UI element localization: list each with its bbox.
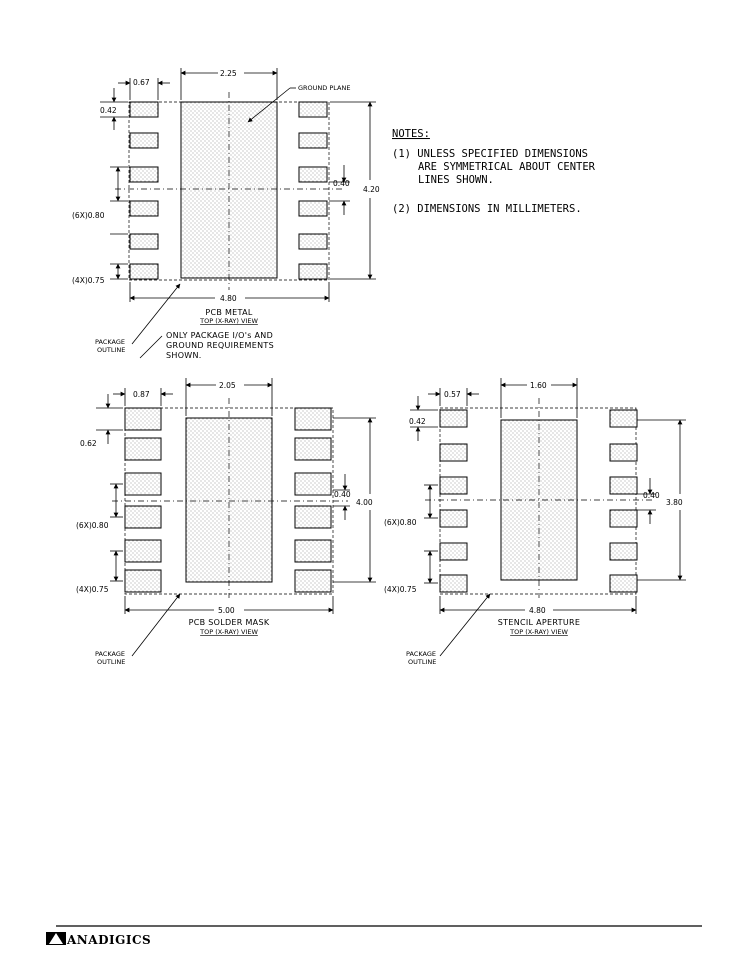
dim-end: (4X)0.75 bbox=[384, 585, 417, 594]
dim-ground-width: 2.25 bbox=[220, 69, 237, 78]
dim-total-height: 4.20 bbox=[363, 185, 380, 194]
package-outline-label-2: OUTLINE bbox=[408, 658, 436, 666]
dim-pad-gap: 0.40 bbox=[333, 179, 350, 188]
package-outline bbox=[439, 407, 637, 595]
notes-heading: NOTES: bbox=[392, 128, 430, 140]
dim-pitch: (6X)0.80 bbox=[384, 518, 417, 527]
dim-total-width: 4.80 bbox=[220, 294, 237, 303]
stencil-view: 0.57 1.60 0.42 0.40 3.80 (6X)0.80 (4X)0.… bbox=[384, 378, 686, 666]
solder-mask-view: 0.87 2.05 0.62 0.40 4.00 (6X)0.80 (4X)0.… bbox=[76, 378, 376, 666]
dim-pad-gap: 0.40 bbox=[643, 491, 660, 500]
dim-pitch: (6X)0.80 bbox=[72, 211, 105, 220]
pcb-metal-view: 0.67 2.25 GROUND PLANE 0.42 0.40 4.20 (6… bbox=[72, 68, 380, 360]
ground-plane-label: GROUND PLANE bbox=[298, 84, 350, 92]
caption: PCB SOLDER MASK bbox=[189, 618, 270, 627]
package-outline-label-1: PACKAGE bbox=[95, 650, 125, 658]
note-line-4: (2) DIMENSIONS IN MILLIMETERS. bbox=[392, 203, 582, 215]
subcaption: TOP (X-RAY) VIEW bbox=[199, 317, 258, 325]
notes-block: NOTES: (1) UNLESS SPECIFIED DIMENSIONS A… bbox=[392, 128, 596, 215]
package-outline-label-2: OUTLINE bbox=[97, 658, 125, 666]
dim-ground-width: 2.05 bbox=[219, 381, 236, 390]
pad-column-left bbox=[129, 101, 159, 280]
dim-pitch: (6X)0.80 bbox=[76, 521, 109, 530]
dim-pad-height: 0.62 bbox=[80, 439, 97, 448]
dim-end: (4X)0.75 bbox=[76, 585, 109, 594]
note-line-1: (1) UNLESS SPECIFIED DIMENSIONS bbox=[392, 148, 588, 160]
pad-column-left bbox=[439, 409, 468, 593]
dim-pad-width: 0.67 bbox=[133, 78, 150, 87]
pad-column-left bbox=[124, 407, 162, 593]
dim-end: (4X)0.75 bbox=[72, 276, 105, 285]
remark-line-3: SHOWN. bbox=[166, 351, 202, 360]
remark-line-1: ONLY PACKAGE I/O's AND bbox=[166, 331, 273, 340]
dim-pad-height: 0.42 bbox=[409, 417, 426, 426]
note-line-3: LINES SHOWN. bbox=[418, 174, 494, 186]
dim-total-height: 4.00 bbox=[356, 498, 373, 507]
remark-line-2: GROUND REQUIREMENTS bbox=[166, 341, 274, 350]
caption: STENCIL APERTURE bbox=[498, 618, 580, 627]
dim-pad-width: 0.57 bbox=[444, 390, 461, 399]
subcaption: TOP (X-RAY) VIEW bbox=[509, 628, 568, 636]
pad-column-right bbox=[609, 409, 638, 593]
dim-pad-gap: 0.40 bbox=[334, 490, 351, 499]
package-outline-label-2: OUTLINE bbox=[97, 346, 125, 354]
subcaption: TOP (X-RAY) VIEW bbox=[199, 628, 258, 636]
dim-total-width: 4.80 bbox=[529, 606, 546, 615]
pad-column-right bbox=[298, 101, 328, 280]
dim-ground-width: 1.60 bbox=[530, 381, 547, 390]
package-outline-label-1: PACKAGE bbox=[95, 338, 125, 346]
caption: PCB METAL bbox=[205, 308, 253, 317]
dim-total-width: 5.00 bbox=[218, 606, 235, 615]
note-line-2: ARE SYMMETRICAL ABOUT CENTER bbox=[418, 161, 596, 173]
dim-pad-height: 0.42 bbox=[100, 106, 117, 115]
pad-column-right bbox=[294, 407, 332, 593]
anadigics-logo-icon bbox=[46, 932, 66, 945]
dim-pad-width: 0.87 bbox=[133, 390, 150, 399]
dim-total-height: 3.80 bbox=[666, 498, 683, 507]
package-outline-label-1: PACKAGE bbox=[406, 650, 436, 658]
anadigics-logo-text: ANADIGICS bbox=[66, 933, 151, 947]
footer: ANADIGICS bbox=[46, 925, 702, 947]
